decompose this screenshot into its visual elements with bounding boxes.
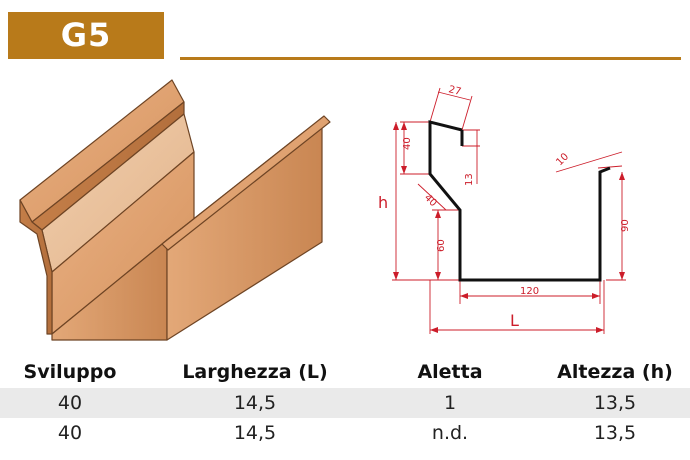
dim-27: 27 — [447, 84, 462, 98]
dim-h: h — [378, 193, 388, 212]
header-aletta: Aletta — [417, 361, 483, 383]
table-header-row: Sviluppo Larghezza (L) Aletta Altezza (h… — [0, 356, 690, 388]
dim-120: 120 — [520, 286, 539, 297]
dim-L: L — [510, 311, 519, 330]
header-rule — [180, 57, 681, 60]
dim-10: 10 — [554, 151, 571, 168]
cell-aletta: 1 — [443, 392, 457, 414]
cell-aletta: n.d. — [431, 422, 469, 444]
spec-table: Sviluppo Larghezza (L) Aletta Altezza (h… — [0, 356, 690, 448]
table-row: 40 14,5 1 13,5 — [0, 388, 690, 418]
cell-larghezza: 14,5 — [233, 422, 277, 444]
dim-40-top: 40 — [402, 137, 413, 150]
end-cap — [19, 199, 53, 335]
front-rim-lip — [161, 115, 331, 251]
cell-sviluppo: 40 — [57, 422, 83, 444]
gutter-profile-line — [428, 120, 611, 282]
cell-altezza: 13,5 — [593, 392, 637, 414]
cross-section-drawing: 27 40 13 40 60 h 10 90 120 L — [378, 84, 631, 334]
table-row: 40 14,5 n.d. 13,5 — [0, 418, 690, 448]
dim-40-diag: 40 — [422, 192, 439, 209]
dim-60: 60 — [436, 239, 447, 252]
header-larghezza: Larghezza (L) — [182, 361, 328, 383]
cell-larghezza: 14,5 — [233, 392, 277, 414]
cell-sviluppo: 40 — [57, 392, 83, 414]
dim-13: 13 — [464, 173, 475, 186]
header-sviluppo: Sviluppo — [23, 361, 117, 383]
dim-90: 90 — [620, 219, 631, 232]
header-altezza: Altezza (h) — [557, 361, 673, 383]
product-code-badge: G5 — [8, 12, 164, 59]
product-code: G5 — [60, 16, 112, 54]
gutter-3d-illustration — [19, 79, 331, 341]
cell-altezza: 13,5 — [593, 422, 637, 444]
